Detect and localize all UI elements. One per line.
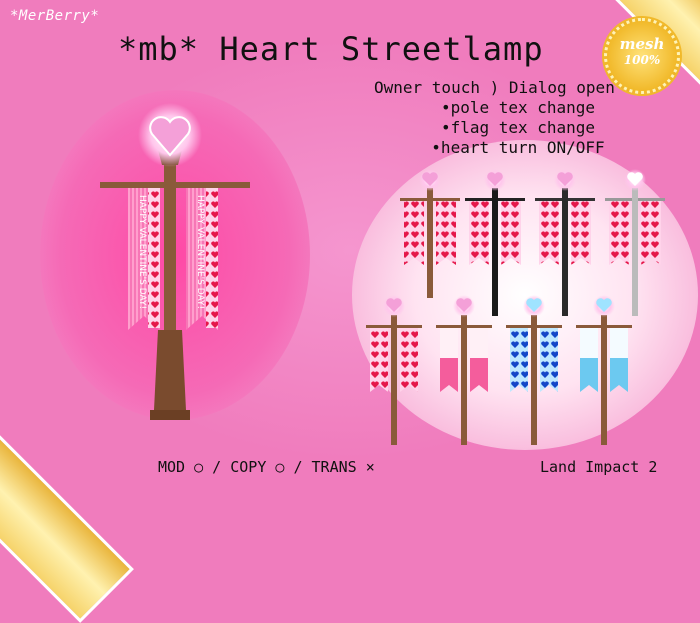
banner-text-left: HAPPY VALENTINE'S DAY! <box>137 195 147 309</box>
main-lamp <box>100 103 250 420</box>
mesh-badge-icon: mesh 100% <box>604 18 680 94</box>
badge-line1: mesh <box>619 35 665 53</box>
feature-list: Owner touch ) Dialog open •pole tex chan… <box>368 78 668 158</box>
variant-lamp <box>436 295 492 445</box>
heart-lamp-icon <box>149 116 191 157</box>
product-title: *mb* Heart Streetlamp <box>118 30 544 68</box>
feature-item: •flag tex change <box>440 118 596 137</box>
feature-owner-touch: Owner touch ) Dialog open <box>374 78 615 97</box>
badge-line2: 100% <box>623 53 661 67</box>
brand-label: *MerBerry* <box>10 8 100 24</box>
feature-item: •heart turn ON/OFF <box>431 138 605 157</box>
variant-lamp <box>535 169 595 316</box>
variant-lamp <box>400 169 460 298</box>
banner-text-right: HAPPY VALENTINE'S DAY! <box>195 195 205 309</box>
feature-item: •pole tex change <box>440 98 596 117</box>
variant-lamp <box>465 169 525 316</box>
lamp-illustrations: HAPPY VALENTINE'S DAY! HAPPY VALENTINE'S… <box>100 103 665 445</box>
land-impact-text: Land Impact 2 <box>540 458 658 476</box>
variants-glow-ellipse <box>352 140 698 450</box>
variant-lamp <box>506 295 562 445</box>
permissions-text: MOD ○ / COPY ○ / TRANS × <box>158 458 375 476</box>
variant-lamp <box>366 295 422 445</box>
variant-lamp <box>576 295 632 445</box>
variant-lamp <box>605 169 665 316</box>
